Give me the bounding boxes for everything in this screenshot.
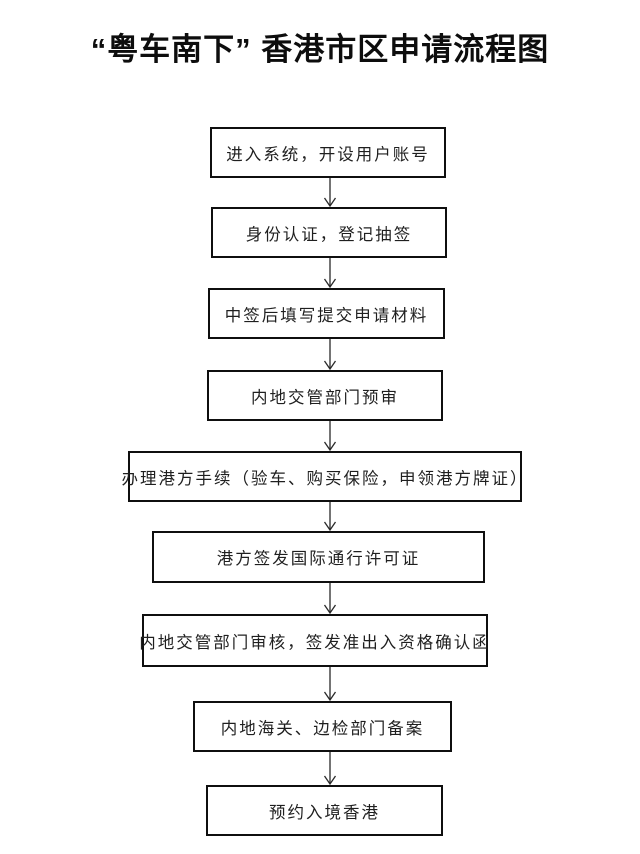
flow-step-enter-system: 进入系统，开设用户账号 [210, 127, 446, 178]
down-arrow [322, 502, 338, 531]
down-arrow [322, 583, 338, 614]
down-arrow [322, 178, 338, 207]
flow-step-label: 内地交管部门审核，签发准出入资格确认函 [139, 632, 491, 652]
flow-step-mainland-review-confirmation: 内地交管部门审核，签发准出入资格确认函 [139, 614, 491, 667]
flow-step-label: 港方签发国际通行许可证 [216, 549, 421, 568]
down-arrow [322, 339, 338, 370]
flow-step-label: 身份认证，登记抽签 [245, 224, 413, 244]
flow-step-book-entry-hk: 预约入境香港 [206, 785, 443, 836]
flow-step-label: 进入系统，开设用户账号 [226, 144, 430, 164]
down-arrow [322, 667, 338, 701]
flow-step-hk-procedures: 办理港方手续（验车、购买保险，申领港方牌证） [122, 451, 527, 502]
down-arrow [322, 258, 338, 288]
flow-step-submit-materials: 中签后填写提交申请材料 [208, 288, 445, 339]
flow-step-label: 办理港方手续（验车、购买保险，申领港方牌证） [121, 468, 529, 488]
flow-step-mainland-preliminary-review: 内地交管部门预审 [207, 370, 443, 421]
down-arrow [322, 752, 338, 785]
page-title: “粤车南下” 香港市区申请流程图 [90, 32, 550, 67]
flow-step-identity-verification: 身份认证，登记抽签 [211, 207, 447, 258]
flow-step-label: 预约入境香港 [269, 802, 380, 822]
flow-step-hk-international-permit: 港方签发国际通行许可证 [152, 531, 485, 583]
down-arrow [322, 421, 338, 451]
flow-step-customs-border-filing: 内地海关、边检部门备案 [193, 701, 452, 752]
flow-step-label: 中签后填写提交申请材料 [224, 305, 429, 325]
flow-step-label: 内地交管部门预审 [251, 387, 399, 407]
flow-step-label: 内地海关、边检部门备案 [220, 718, 425, 738]
